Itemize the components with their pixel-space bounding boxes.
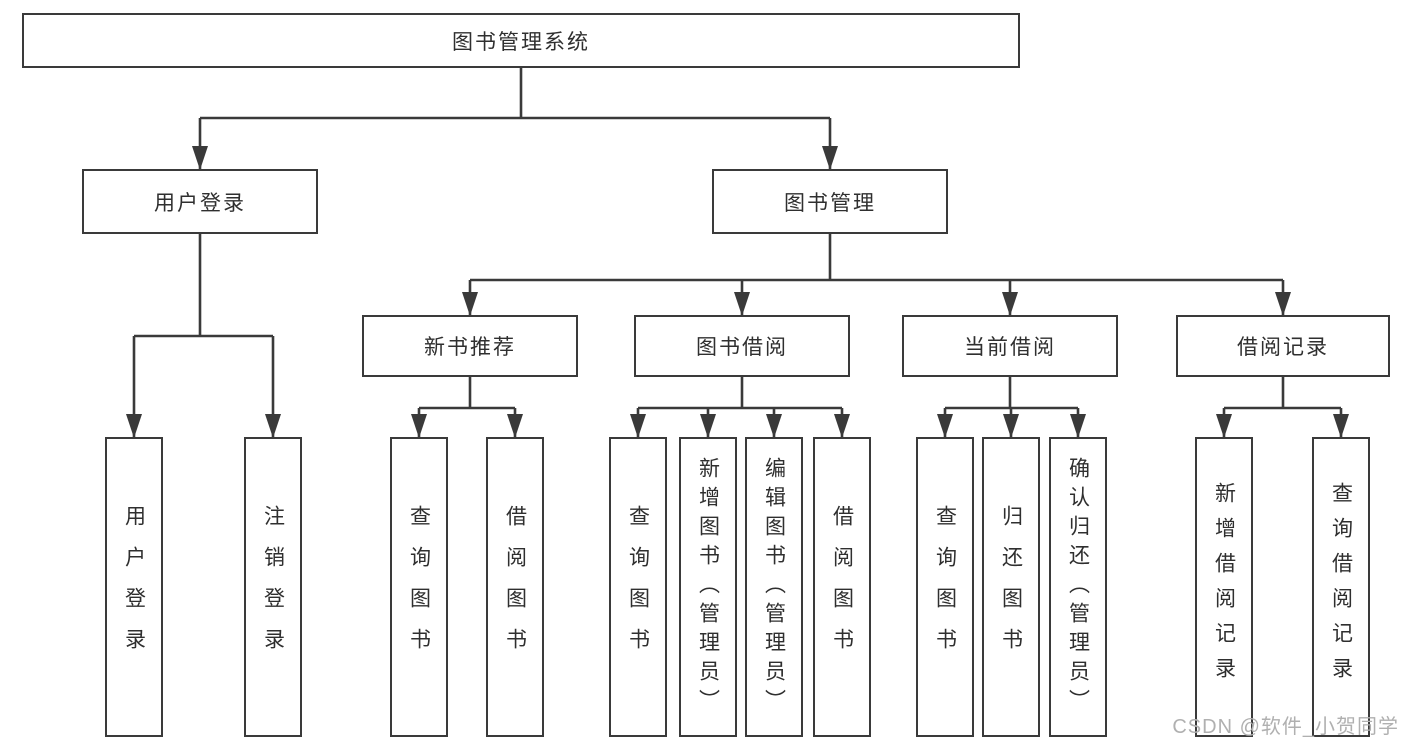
leaf-query-borrow-record: 查询借阅记录 [1312,437,1370,737]
node-new-book-recommend-label: 新书推荐 [424,336,516,359]
csdn-watermark: CSDN @软件_小贺同学 [1172,716,1399,738]
leaf-edit-books-admin-label: 编辑图书（管理员） [762,456,786,718]
leaf-return-books-label: 归还图书 [999,505,1023,669]
node-borrow-records-label: 借阅记录 [1237,336,1329,359]
node-book-borrow-label: 图书借阅 [696,336,788,359]
leaf-recommend-borrow-books: 借阅图书 [486,437,544,737]
leaf-borrow-query-books: 查询图书 [609,437,667,737]
node-new-book-recommend: 新书推荐 [362,315,578,377]
leaf-return-books: 归还图书 [982,437,1040,737]
node-root-label: 图书管理系统 [452,30,590,54]
leaf-current-query-books-label: 查询图书 [933,505,957,669]
node-book-management-label: 图书管理 [784,191,876,215]
leaf-logout: 注销登录 [244,437,302,737]
node-book-borrow: 图书借阅 [634,315,850,377]
node-current-borrow-label: 当前借阅 [964,336,1056,359]
leaf-confirm-return-admin-label: 确认归还（管理员） [1066,456,1090,718]
leaf-borrow-query-books-label: 查询图书 [626,505,650,669]
node-current-borrow: 当前借阅 [902,315,1118,377]
node-user-login: 用户登录 [82,169,318,234]
leaf-add-borrow-record-label: 新增借阅记录 [1212,482,1236,692]
leaf-current-query-books: 查询图书 [916,437,974,737]
leaf-logout-label: 注销登录 [261,505,285,669]
leaf-edit-books-admin: 编辑图书（管理员） [745,437,803,737]
leaf-recommend-query-books: 查询图书 [390,437,448,737]
leaf-add-borrow-record: 新增借阅记录 [1195,437,1253,737]
leaf-query-borrow-record-label: 查询借阅记录 [1329,482,1353,692]
leaf-user-login-label: 用户登录 [122,505,146,669]
leaf-user-login: 用户登录 [105,437,163,737]
leaf-borrow-books: 借阅图书 [813,437,871,737]
leaf-borrow-books-label: 借阅图书 [830,505,854,669]
node-root: 图书管理系统 [22,13,1020,68]
leaf-recommend-borrow-books-label: 借阅图书 [503,505,527,669]
leaf-recommend-query-books-label: 查询图书 [407,505,431,669]
node-book-management: 图书管理 [712,169,948,234]
leaf-confirm-return-admin: 确认归还（管理员） [1049,437,1107,737]
node-user-login-label: 用户登录 [154,191,246,215]
leaf-add-books-admin-label: 新增图书（管理员） [696,456,720,718]
node-borrow-records: 借阅记录 [1176,315,1390,377]
leaf-add-books-admin: 新增图书（管理员） [679,437,737,737]
